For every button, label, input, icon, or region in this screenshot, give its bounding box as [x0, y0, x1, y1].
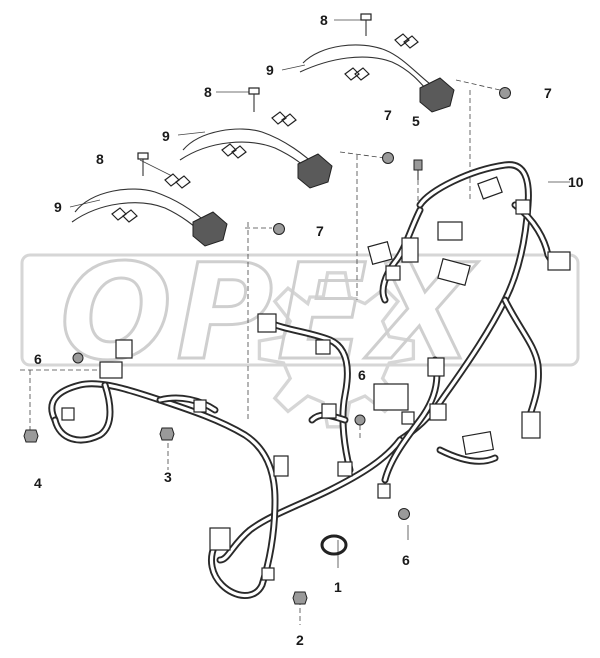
callout-7-middle: 7 — [384, 107, 392, 123]
callout-6-lower: 6 — [402, 552, 410, 568]
callout-8-upper: 8 — [320, 12, 328, 28]
fasteners — [23, 87, 511, 605]
watermark-gear — [257, 271, 416, 429]
sensor-harness-middle — [179, 87, 333, 189]
callout-6-left: 6 — [34, 351, 42, 367]
bolt-2 — [292, 591, 308, 605]
callouts: 1 2 3 4 5 6 6 6 7 7 7 8 8 8 9 9 9 10 — [34, 12, 584, 648]
nut-7-lower — [273, 223, 285, 235]
bolt-4 — [23, 429, 39, 443]
clamp-1 — [320, 534, 348, 556]
callout-10: 10 — [568, 174, 584, 190]
bolt-3 — [159, 427, 175, 441]
callout-8-middle: 8 — [204, 84, 212, 100]
callout-2: 2 — [296, 632, 304, 648]
callout-9-middle: 9 — [162, 128, 170, 144]
bolt-5 — [413, 159, 423, 180]
nut-7-middle — [382, 152, 394, 164]
nut-6-left — [72, 352, 84, 364]
callout-9-upper: 9 — [266, 62, 274, 78]
callout-9-lower: 9 — [54, 199, 62, 215]
callout-7-lower: 7 — [316, 223, 324, 239]
callout-5: 5 — [412, 113, 420, 129]
nut-6-lower — [398, 508, 410, 520]
callout-4: 4 — [34, 475, 42, 491]
callout-1: 1 — [334, 579, 342, 595]
watermark-band — [20, 253, 580, 367]
nut-6-center — [354, 414, 366, 426]
callout-3: 3 — [164, 469, 172, 485]
callout-6-center: 6 — [358, 367, 366, 383]
sensor-harness-lower — [71, 152, 228, 247]
callout-8-lower: 8 — [96, 151, 104, 167]
nut-7-upper — [499, 87, 511, 99]
sensor-harness-upper — [299, 13, 455, 113]
callout-7-upper: 7 — [544, 85, 552, 101]
harness-connectors — [61, 176, 571, 581]
